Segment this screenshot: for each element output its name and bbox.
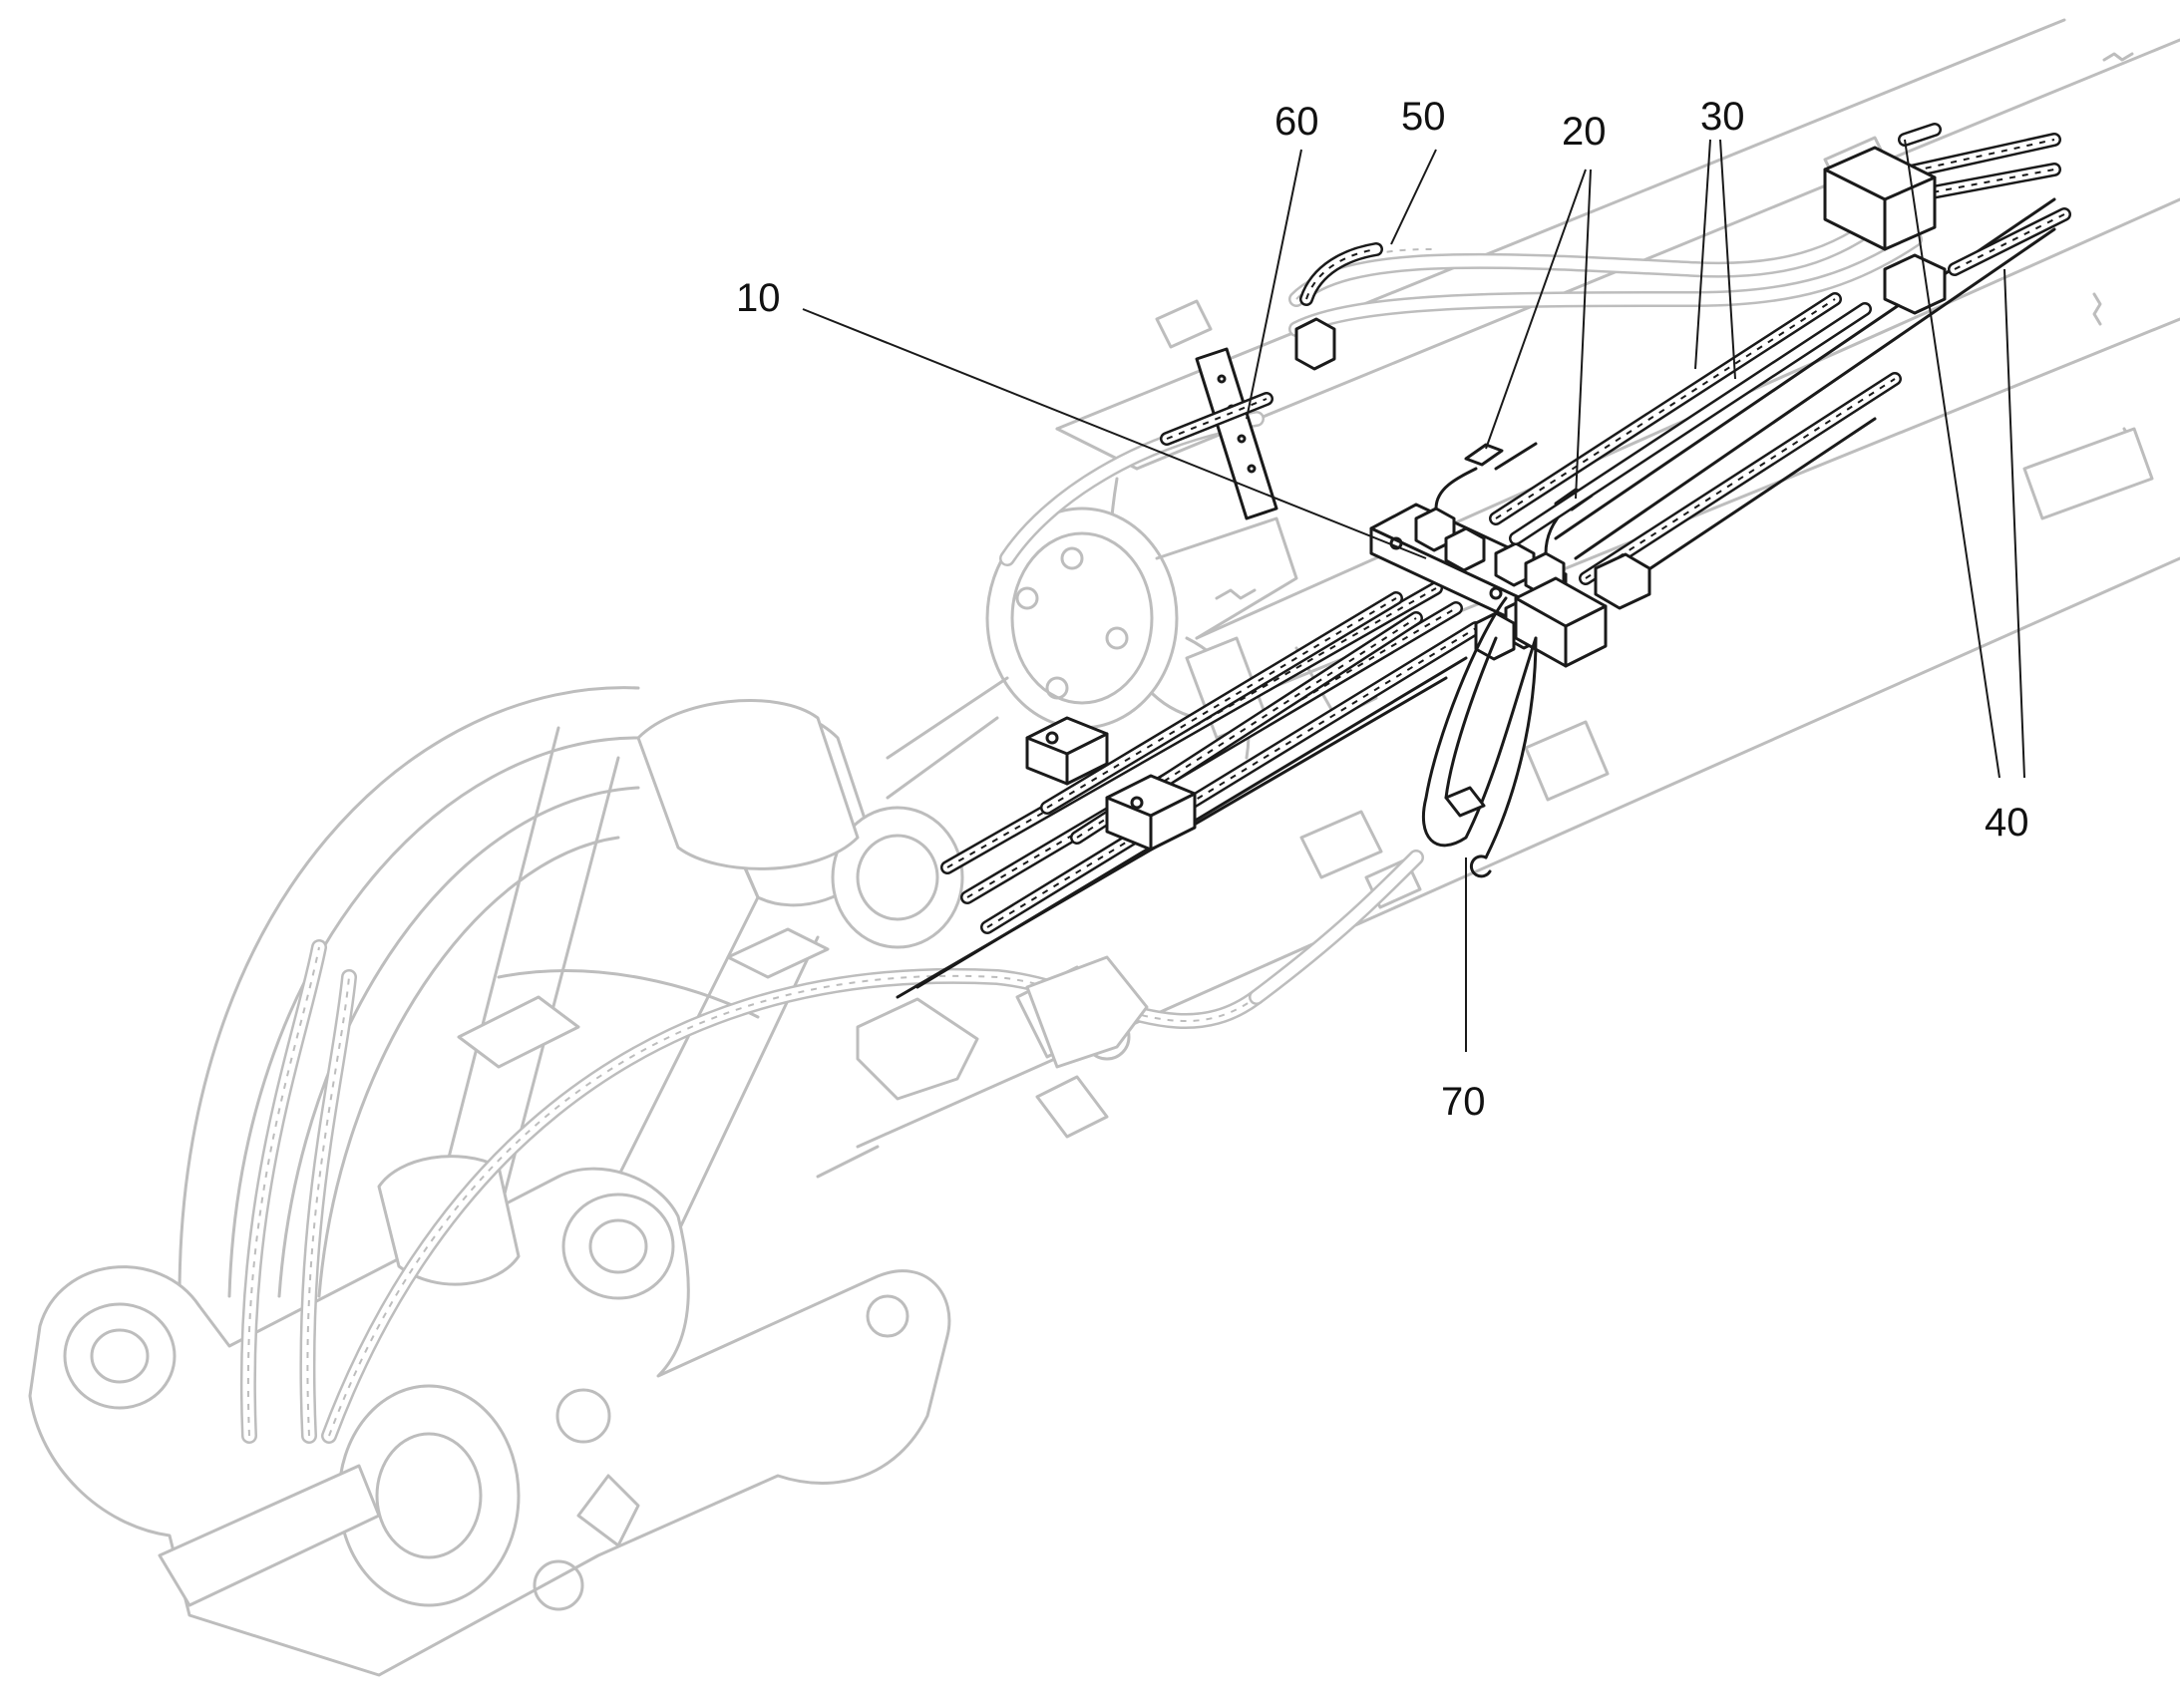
ref-numeral-70: 70 [1441,1080,1486,1124]
lower-clamp-blocks [726,927,1149,1101]
hose-50 [1294,242,1383,371]
hose-clamps [1025,716,1197,852]
ghost-hoses [239,850,1424,1444]
ref-numeral-20: 20 [1562,110,1607,154]
bracket-60 [1160,347,1278,520]
ref-numeral-10: 10 [736,276,781,320]
leader-30a [1694,139,1711,370]
upper-right-coupling [1823,146,1947,315]
ref-numeral-40: 40 [1985,801,2029,845]
mounting-lugs [1299,720,1610,909]
quick-coupler [28,1167,951,1677]
leader-20a [1485,169,1587,450]
handle-loop-70 [1421,596,1538,878]
leader-lines [802,139,2025,1052]
linkage-arms [178,686,820,1318]
manifold-fittings [1414,507,1566,597]
reference-numerals: 10 20 30 40 50 60 70 [736,95,2029,1124]
leader-30b [1719,139,1736,380]
leader-40b [2003,268,2025,779]
leader-40a [1904,139,2000,779]
leader-20b [1575,169,1592,500]
leader-10 [802,308,1427,559]
leader-50 [1390,149,1437,245]
boom-top-hoses [999,201,1923,566]
lower-right-coupling [1514,552,1651,668]
ref-numeral-60: 60 [1274,100,1319,144]
leader-60 [1246,149,1302,420]
ref-numeral-30: 30 [1700,95,1745,139]
ref-numeral-50: 50 [1401,95,1446,139]
